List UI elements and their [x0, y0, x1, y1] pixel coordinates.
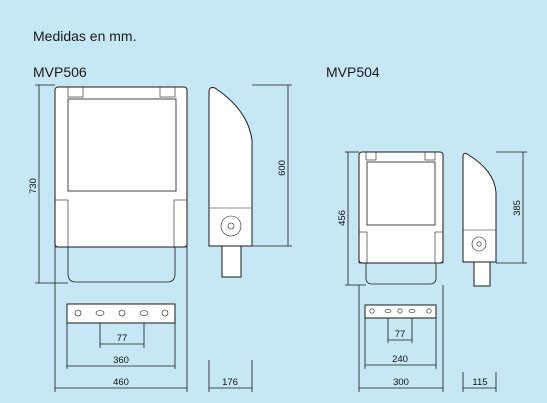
mvp504-hole-spacing-dimension: 77 — [387, 318, 413, 343]
mvp506-title: MVP506 — [33, 64, 87, 80]
mvp504-front-view — [358, 151, 444, 285]
mvp504-bracket-width-label: 240 — [392, 354, 408, 365]
mvp506-bracket-width-label: 360 — [113, 355, 129, 366]
mvp504-side-view — [462, 152, 497, 287]
units-note: Medidas en mm. — [33, 28, 136, 44]
mvp504-group: MVP504 — [326, 64, 527, 392]
mvp506-side-height-label: 600 — [277, 160, 288, 176]
mvp506-depth-label: 176 — [222, 377, 238, 388]
mvp506-width-label: 460 — [113, 377, 129, 388]
mvp506-bracket-width-dimension: 360 — [66, 323, 176, 369]
mvp506-side-height-dimension: 600 — [252, 84, 292, 247]
mvp504-width-label: 300 — [393, 377, 409, 388]
mvp504-depth-dimension: 115 — [462, 372, 497, 392]
mvp506-hole-spacing-dimension: 77 — [99, 323, 145, 348]
mvp506-width-dimension: 460 — [54, 247, 188, 392]
mvp506-height-dimension: 730 — [28, 84, 68, 284]
mvp504-width-dimension: 300 — [358, 285, 444, 392]
mvp504-bracket — [364, 304, 437, 319]
mvp504-height-dimension: 456 — [337, 151, 366, 286]
mvp506-bracket — [66, 303, 176, 324]
mvp504-depth-label: 115 — [472, 377, 487, 388]
mvp506-side-view — [208, 87, 253, 278]
mvp504-bracket-width-dimension: 240 — [364, 318, 437, 369]
mvp506-depth-dimension: 176 — [208, 360, 253, 392]
mvp506-front-view — [54, 86, 188, 283]
mvp504-side-height-label: 385 — [512, 200, 523, 216]
mvp504-hole-spacing-label: 77 — [395, 329, 406, 340]
mvp506-group: MVP506 — [28, 64, 292, 392]
mvp504-height-label: 456 — [337, 210, 348, 226]
mvp504-title: MVP504 — [326, 64, 380, 80]
mvp506-height-label: 730 — [28, 178, 39, 194]
mvp504-side-height-dimension: 385 — [496, 151, 527, 264]
mvp506-hole-spacing-label: 77 — [117, 333, 128, 344]
